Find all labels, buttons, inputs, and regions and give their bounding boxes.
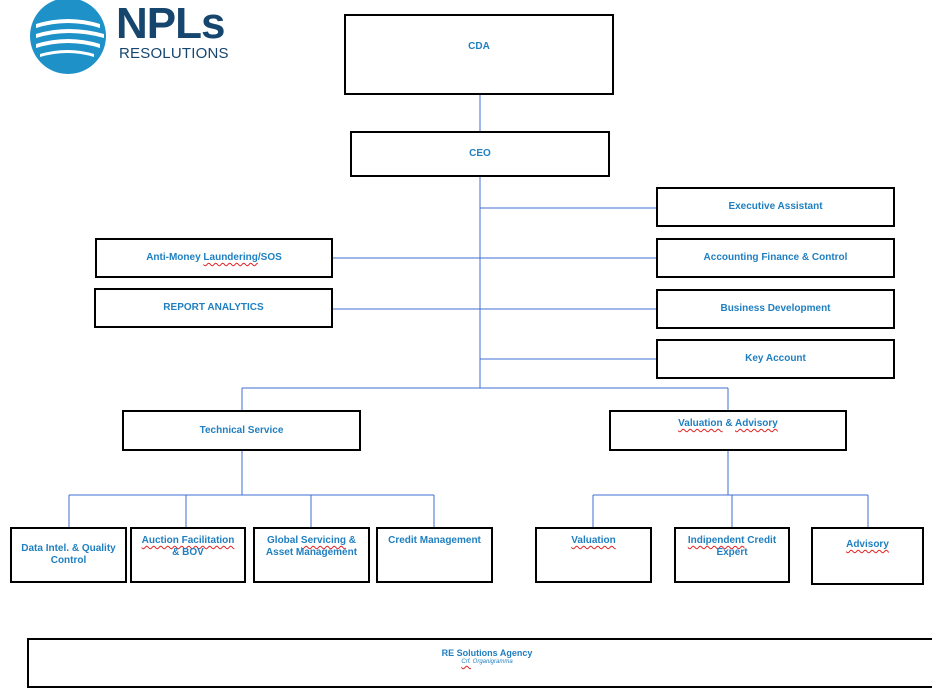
node-valuation-advisory-label: Valuation & Advisory — [674, 418, 782, 430]
logo-waves-icon — [30, 0, 106, 74]
node-auction-facilitation-label: Auction Facilitation & BOV — [138, 535, 239, 559]
aml-text-1: Anti-Money — [146, 252, 204, 263]
node-report-analytics-label: REPORT ANALYTICS — [163, 302, 264, 313]
node-cda-label: CDA — [468, 41, 490, 52]
node-global-servicing: Global Servicing & Asset Management — [253, 527, 370, 583]
node-global-servicing-label: Global Servicing & Asset Management — [262, 535, 361, 559]
aml-text-2: Laundering — [203, 252, 258, 263]
node-accounting-finance-control-label: Accounting Finance & Control — [703, 252, 848, 263]
ice-text-1: Indipendent — [687, 535, 745, 546]
node-independent-credit-expert: Indipendent Credit Expert — [674, 527, 790, 583]
node-advisory: Advisory — [811, 527, 924, 585]
global-servicing-text-3: & — [345, 535, 356, 546]
agency-title: RE Solutions Agency — [441, 648, 533, 658]
node-valuation-label: Valuation — [571, 535, 616, 546]
logo-wordmark: NPLs — [116, 0, 225, 48]
va-text-3: Advisory — [735, 418, 778, 429]
aml-text-3: /SOS — [257, 252, 282, 263]
node-executive-assistant: Executive Assistant — [656, 187, 895, 227]
node-business-development: Business Development — [656, 289, 895, 329]
agency-subtitle-mark: Crf. — [461, 658, 471, 665]
node-key-account: Key Account — [656, 339, 895, 379]
node-business-development-label: Business Development — [720, 303, 831, 314]
va-text-1: Valuation — [678, 418, 723, 429]
connector-lines — [68, 95, 869, 527]
node-anti-money-laundering: Anti-Money Laundering/SOS — [95, 238, 333, 278]
node-ceo-label: CEO — [469, 148, 491, 159]
global-servicing-text-1: Global — [267, 535, 301, 546]
auction-line-2: & BOV — [172, 547, 204, 558]
data-intel-line-1: Data Intel. & Quality — [21, 543, 116, 554]
node-valuation: Valuation — [535, 527, 652, 583]
ice-text-2: Credit — [744, 535, 777, 546]
global-servicing-line-2: Asset Management — [265, 547, 358, 558]
agency-subtitle-rest: Organigramma — [470, 658, 513, 665]
node-report-analytics: REPORT ANALYTICS — [94, 288, 333, 328]
auction-line-1: Auction Facilitation — [141, 535, 235, 546]
ice-line-2: Expert — [716, 547, 748, 558]
node-accounting-finance-control: Accounting Finance & Control — [656, 238, 895, 278]
node-technical-service-label: Technical Service — [199, 424, 284, 436]
re-solutions-agency-box: RE Solutions Agency Crf. Organigramma — [27, 638, 932, 688]
node-cda: CDA — [344, 14, 614, 95]
node-data-intel-quality-control: Data Intel. & Quality Control — [10, 527, 127, 583]
node-advisory-label: Advisory — [846, 539, 889, 550]
data-intel-line-2: Control — [50, 555, 87, 566]
node-ceo: CEO — [350, 131, 610, 177]
node-credit-management-label: Credit Management — [388, 535, 481, 546]
node-technical-service: Technical Service — [122, 410, 361, 451]
node-auction-facilitation: Auction Facilitation & BOV — [130, 527, 246, 583]
global-servicing-text-2: Servicing — [300, 535, 346, 546]
node-key-account-label: Key Account — [745, 353, 806, 364]
va-text-2: & — [722, 418, 736, 429]
node-valuation-advisory: Valuation & Advisory — [609, 410, 847, 451]
node-data-intel-label: Data Intel. & Quality Control — [17, 535, 119, 567]
logo-subwordmark: RESOLUTIONS — [119, 45, 229, 62]
node-anti-money-laundering-label: Anti-Money Laundering/SOS — [142, 252, 286, 264]
npls-resolutions-logo: NPLs RESOLUTIONS — [28, 0, 248, 80]
node-credit-management: Credit Management — [376, 527, 493, 583]
node-executive-assistant-label: Executive Assistant — [728, 201, 823, 212]
agency-subtitle: Crf. Organigramma — [29, 659, 932, 666]
node-independent-credit-expert-label: Indipendent Credit Expert — [684, 535, 780, 559]
